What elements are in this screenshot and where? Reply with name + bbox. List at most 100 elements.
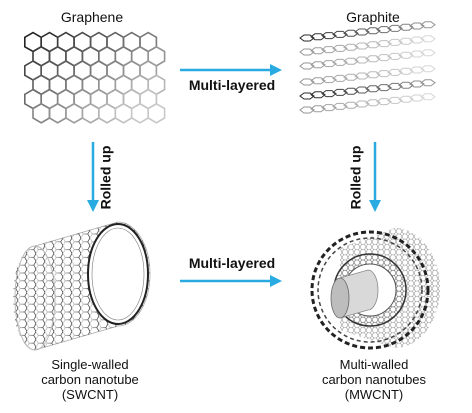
graphite-hexagon <box>299 62 315 70</box>
graphite-hexagon <box>299 78 315 86</box>
graphite-layer <box>299 49 436 70</box>
graphite-hexagon <box>387 68 403 76</box>
graphite-hexagon <box>321 60 337 68</box>
graphite-label: Graphite <box>346 9 400 25</box>
graphite-hexagon <box>321 90 337 98</box>
graphite-hexagon <box>354 56 370 64</box>
graphite-hexagon <box>365 85 381 93</box>
graphite-hexagon <box>299 92 315 100</box>
graphene-lattice <box>23 31 166 124</box>
graphite-hexagon <box>387 24 403 32</box>
swcnt-label-line-3: (SWCNT) <box>61 387 119 402</box>
graphene-hexagon <box>65 102 84 124</box>
graphite-layer <box>299 35 436 56</box>
graphite-hexagon <box>409 22 425 30</box>
graphite-hexagon <box>420 79 436 87</box>
graphite-hexagon <box>409 66 425 74</box>
swcnt-label-line-1: Single-walled <box>51 357 129 372</box>
swcnt-tube <box>13 221 151 351</box>
graphite-hexagon <box>420 93 436 101</box>
swcnt-label: Single-walled carbon nanotube (SWCNT) <box>20 357 160 402</box>
graphite-hexagon <box>365 55 381 63</box>
graphene-hexagon <box>32 102 51 124</box>
graphite-layer <box>299 65 436 86</box>
graphite-hexagon <box>354 42 370 50</box>
arrow-graphene-to-swcnt <box>87 142 99 212</box>
graphite-layers <box>299 21 436 114</box>
graphene-hexagon <box>114 102 133 124</box>
graphene-hexagon <box>98 102 117 124</box>
graphite-hexagon <box>398 37 414 45</box>
graphite-hexagon <box>310 77 326 85</box>
graphite-hexagon <box>310 61 326 69</box>
mwcnt-label: Multi-walled carbon nanotubes (MWCNT) <box>304 357 444 402</box>
graphite-hexagon <box>409 50 425 58</box>
graphite-hexagon <box>376 26 392 34</box>
graphite-hexagon <box>321 104 337 112</box>
graphene-label: Graphene <box>60 9 124 25</box>
graphene-hexagon <box>130 102 149 124</box>
graphene-hexagon <box>81 102 100 124</box>
graphite-hexagon <box>420 49 436 57</box>
graphite-hexagon <box>321 46 337 54</box>
graphite-hexagon <box>343 73 359 81</box>
graphene-hexagon <box>147 102 166 124</box>
graphite-hexagon <box>310 105 326 113</box>
graphite-hexagon <box>332 88 348 96</box>
graphite-hexagon <box>387 38 403 46</box>
graphite-hexagon <box>409 94 425 102</box>
graphite-hexagon <box>332 74 348 82</box>
graphite-hexagon <box>365 41 381 49</box>
graphite-hexagon <box>354 72 370 80</box>
graphite-hexagon <box>343 87 359 95</box>
graphite-hexagon <box>376 54 392 62</box>
mwcnt-label-line-1: Multi-walled <box>339 357 409 372</box>
graphite-hexagon <box>299 106 315 114</box>
graphite-layer <box>299 79 436 100</box>
graphite-hexagon <box>332 58 348 66</box>
graphite-hexagon <box>398 23 414 31</box>
arrow-graphene-to-graphite <box>180 64 282 76</box>
graphite-hexagon <box>409 80 425 88</box>
edge-label-top: Multi-layered <box>188 77 276 93</box>
graphite-layer <box>299 21 436 42</box>
graphite-hexagon <box>321 32 337 40</box>
swcnt-label-line-2: carbon nanotube <box>41 372 139 387</box>
graphite-hexagon <box>376 70 392 78</box>
graphite-hexagon <box>365 71 381 79</box>
graphite-hexagon <box>398 81 414 89</box>
edge-label-left: Rolled up <box>97 145 114 210</box>
edge-label-right: Rolled up <box>347 145 364 210</box>
graphite-hexagon <box>332 30 348 38</box>
graphite-hexagon <box>376 98 392 106</box>
graphite-hexagon <box>299 48 315 56</box>
arrow-graphite-to-mwcnt <box>369 142 381 212</box>
graphite-hexagon <box>354 100 370 108</box>
graphite-hexagon <box>376 84 392 92</box>
graphite-hexagon <box>398 51 414 59</box>
edge-label-bottom: Multi-layered <box>188 255 276 271</box>
graphite-hexagon <box>398 67 414 75</box>
graphite-hexagon <box>365 27 381 35</box>
graphite-hexagon <box>332 44 348 52</box>
graphite-hexagon <box>332 102 348 110</box>
graphite-hexagon <box>343 43 359 51</box>
graphite-hexagon <box>420 21 436 29</box>
arrow-swcnt-to-mwcnt <box>180 275 282 287</box>
mwcnt-label-line-2: carbon nanotubes <box>321 372 427 387</box>
graphite-hexagon <box>376 40 392 48</box>
graphite-hexagon <box>310 91 326 99</box>
graphite-hexagon <box>343 29 359 37</box>
graphite-hexagon <box>365 99 381 107</box>
mwcnt-label-line-3: (MWCNT) <box>344 387 404 402</box>
graphite-hexagon <box>409 36 425 44</box>
graphene-hexagon <box>48 102 67 124</box>
graphite-hexagon <box>387 82 403 90</box>
graphite-hexagon <box>299 34 315 42</box>
graphite-hexagon <box>420 35 436 43</box>
graphite-hexagon <box>343 101 359 109</box>
graphite-hexagon <box>420 65 436 73</box>
graphite-hexagon <box>387 96 403 104</box>
